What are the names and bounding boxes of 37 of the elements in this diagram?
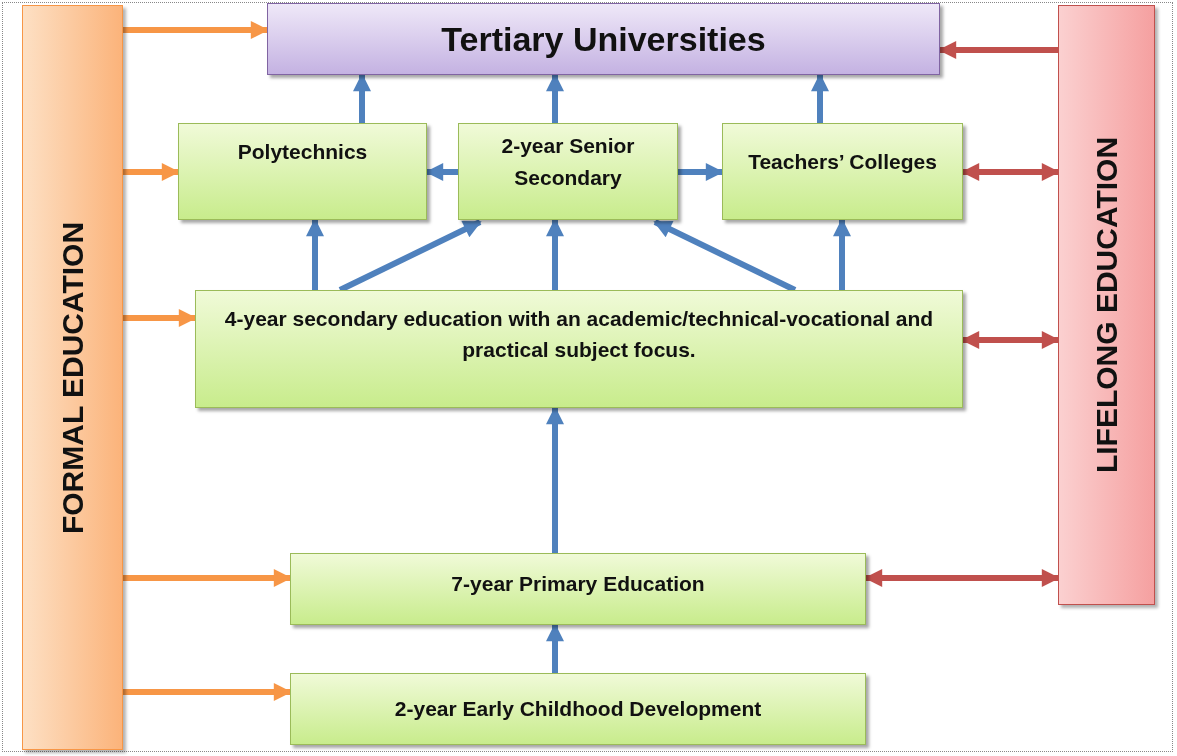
arrow bbox=[546, 406, 564, 553]
arrow bbox=[546, 73, 564, 123]
arrow bbox=[938, 41, 1058, 59]
process-box bbox=[178, 123, 427, 220]
arrow bbox=[353, 73, 371, 123]
arrow bbox=[123, 309, 197, 327]
arrow bbox=[123, 21, 269, 39]
arrow bbox=[961, 331, 1060, 349]
node-label: Polytechnics bbox=[237, 138, 368, 165]
node-label: FORMAL EDUCATION bbox=[55, 221, 90, 534]
arrow bbox=[546, 623, 564, 673]
process-box bbox=[195, 290, 963, 408]
process-box bbox=[722, 123, 963, 220]
node-label: 2-year Early Childhood Development bbox=[394, 696, 762, 723]
node-label: 4-year secondary education with an academic/technical-vocational and practical subject focus. bbox=[223, 305, 935, 363]
process-box bbox=[458, 123, 678, 220]
node-label: LIFELONG EDUCATION bbox=[1089, 136, 1124, 474]
arrow bbox=[546, 218, 564, 290]
process-box bbox=[290, 553, 866, 625]
node-label: 7-year Primary Education bbox=[451, 571, 705, 598]
header-box bbox=[267, 3, 940, 75]
arrow bbox=[123, 569, 292, 587]
node-label: Tertiary Universities bbox=[441, 19, 766, 59]
arrow bbox=[833, 218, 851, 290]
node-label: Teachers’ Colleges bbox=[748, 148, 937, 175]
arrow bbox=[864, 569, 1060, 587]
arrow bbox=[811, 73, 829, 123]
arrow bbox=[306, 218, 324, 290]
arrow bbox=[425, 163, 458, 181]
node-label: 2-year Senior Secondary bbox=[500, 133, 636, 191]
vertical-band bbox=[1058, 5, 1155, 605]
arrow bbox=[123, 683, 292, 701]
process-box bbox=[290, 673, 866, 745]
arrow bbox=[678, 163, 724, 181]
arrow bbox=[961, 163, 1060, 181]
arrow bbox=[123, 163, 180, 181]
vertical-band bbox=[22, 5, 123, 750]
